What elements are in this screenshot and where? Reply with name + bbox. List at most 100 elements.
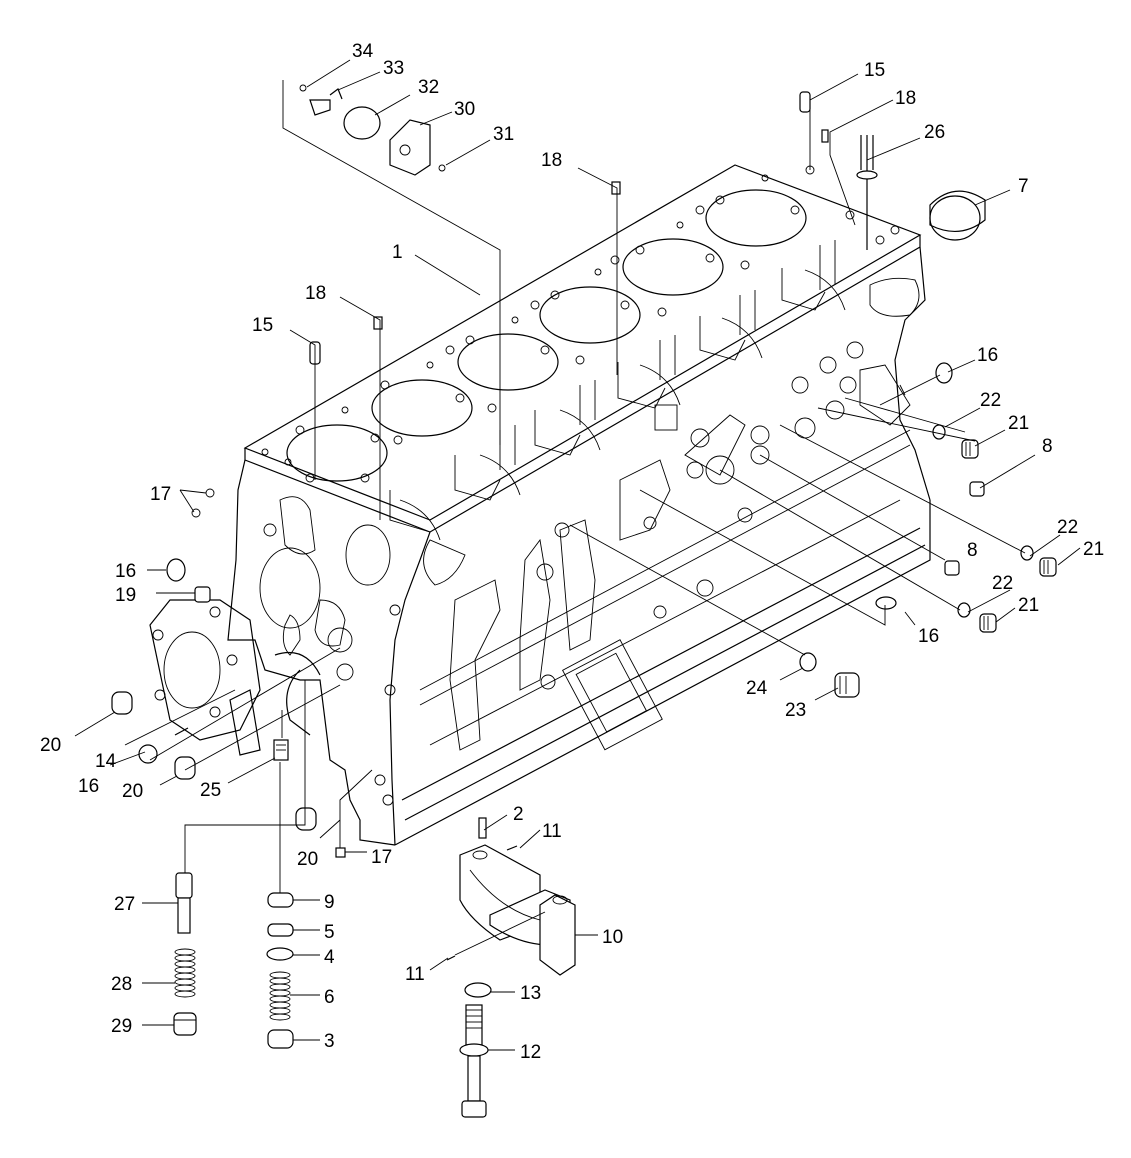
part-17-pin [335,847,346,858]
callout-14: 14 [95,751,117,772]
part-25-valve [273,739,289,761]
callout-22: 22 [980,390,1001,411]
small-parts [111,84,1057,1118]
callout-21: 21 [1018,595,1039,616]
callout-20: 20 [40,735,61,756]
part-7-bushing [929,190,986,241]
callout-12: 12 [520,1042,541,1063]
part-32-o-ring [343,106,381,140]
part-2-dowel [478,817,487,839]
part-17-pin [205,488,215,498]
part-24-disk [799,652,817,672]
callout-3: 3 [324,1031,335,1052]
callout-16: 16 [115,561,136,582]
callout-16: 16 [78,776,99,797]
part-27-piston [175,872,193,934]
part-21-plug [961,439,979,459]
callout-29: 29 [111,1016,132,1037]
callout-18: 18 [895,88,916,109]
callout-20: 20 [122,781,143,802]
part-15-dowel [799,91,811,113]
callout-8: 8 [967,540,978,561]
callout-7: 7 [1018,176,1029,197]
callout-4: 4 [324,947,335,968]
part-21-plug [979,613,997,633]
part-16-plug [138,744,158,764]
callout-21: 21 [1008,413,1029,434]
part-34-nut [299,84,307,92]
callout-15: 15 [252,315,273,336]
callout-18: 18 [305,283,326,304]
part-22-disk [932,424,946,440]
part-8-plug [969,481,985,497]
part-22-disk [1020,545,1034,561]
part-4-ring [266,947,294,961]
callout-22: 22 [1057,517,1078,538]
callout-16: 16 [918,626,939,647]
part-5-washer [267,923,294,937]
callout-16: 16 [977,345,998,366]
callout-6: 6 [324,987,335,1008]
part-13-washer [464,982,492,998]
callout-22: 22 [992,573,1013,594]
callout-8: 8 [1042,436,1053,457]
callout-27: 27 [114,894,135,915]
callout-20: 20 [297,849,318,870]
callout-19: 19 [115,585,136,606]
callout-9: 9 [324,892,335,913]
callout-26: 26 [924,122,945,143]
part-20-bushing [111,691,133,715]
part-17-pin [191,508,201,518]
callout-17: 17 [371,847,392,868]
part-26-stud [856,135,878,250]
part-16-plug [875,596,897,610]
part-29-plug [173,1012,197,1036]
callout-15: 15 [864,60,885,81]
callout-21: 21 [1083,539,1104,560]
part-6-spring [269,971,291,1021]
part-16-plug [935,362,953,384]
leader-lines [74,59,1081,1051]
part-18-pin [821,129,829,143]
part-12-bolt [459,1004,489,1118]
part-19-plug [194,586,211,603]
part-18-pin [611,181,621,195]
callout-25: 25 [200,780,221,801]
callout-17: 17 [150,484,171,505]
callout-1: 1 [392,242,403,263]
callout-18: 18 [541,150,562,171]
callout-34: 34 [352,41,374,62]
callout-32: 32 [418,77,439,98]
callout-2: 2 [513,804,524,825]
callout-13: 13 [520,983,541,1004]
part-3-sleeve [267,1029,294,1049]
part-20-bushing [295,807,317,831]
callout-33: 33 [383,58,404,79]
part-20-bushing [174,756,196,780]
main-bearing-cap [459,844,576,976]
part-18-pin [373,316,383,330]
callout-10: 10 [602,927,623,948]
callout-11: 11 [405,964,425,985]
callout-31: 31 [493,124,514,145]
part-28-spring [174,948,196,998]
part-11-pin [506,845,518,851]
callout-28: 28 [111,974,132,995]
callout-30: 30 [454,99,475,120]
part-23-drain-plug [834,672,860,698]
callout-23: 23 [785,700,806,721]
part-8-plug [944,560,960,576]
part-21-plug [1039,557,1057,577]
part-11-pin [446,955,456,961]
front-cover-plate [149,599,321,756]
callout-labels: 34 33 32 30 31 18 15 18 26 7 1 18 15 16 … [40,41,1104,1063]
part-31-bolt [438,164,446,172]
callout-11: 11 [542,821,562,842]
part-14-pin [174,727,189,736]
part-22-disk [957,602,971,618]
part-9-cap [267,892,294,908]
part-16-plug [166,558,186,582]
callout-5: 5 [324,922,335,943]
part-30-flange [389,119,431,176]
